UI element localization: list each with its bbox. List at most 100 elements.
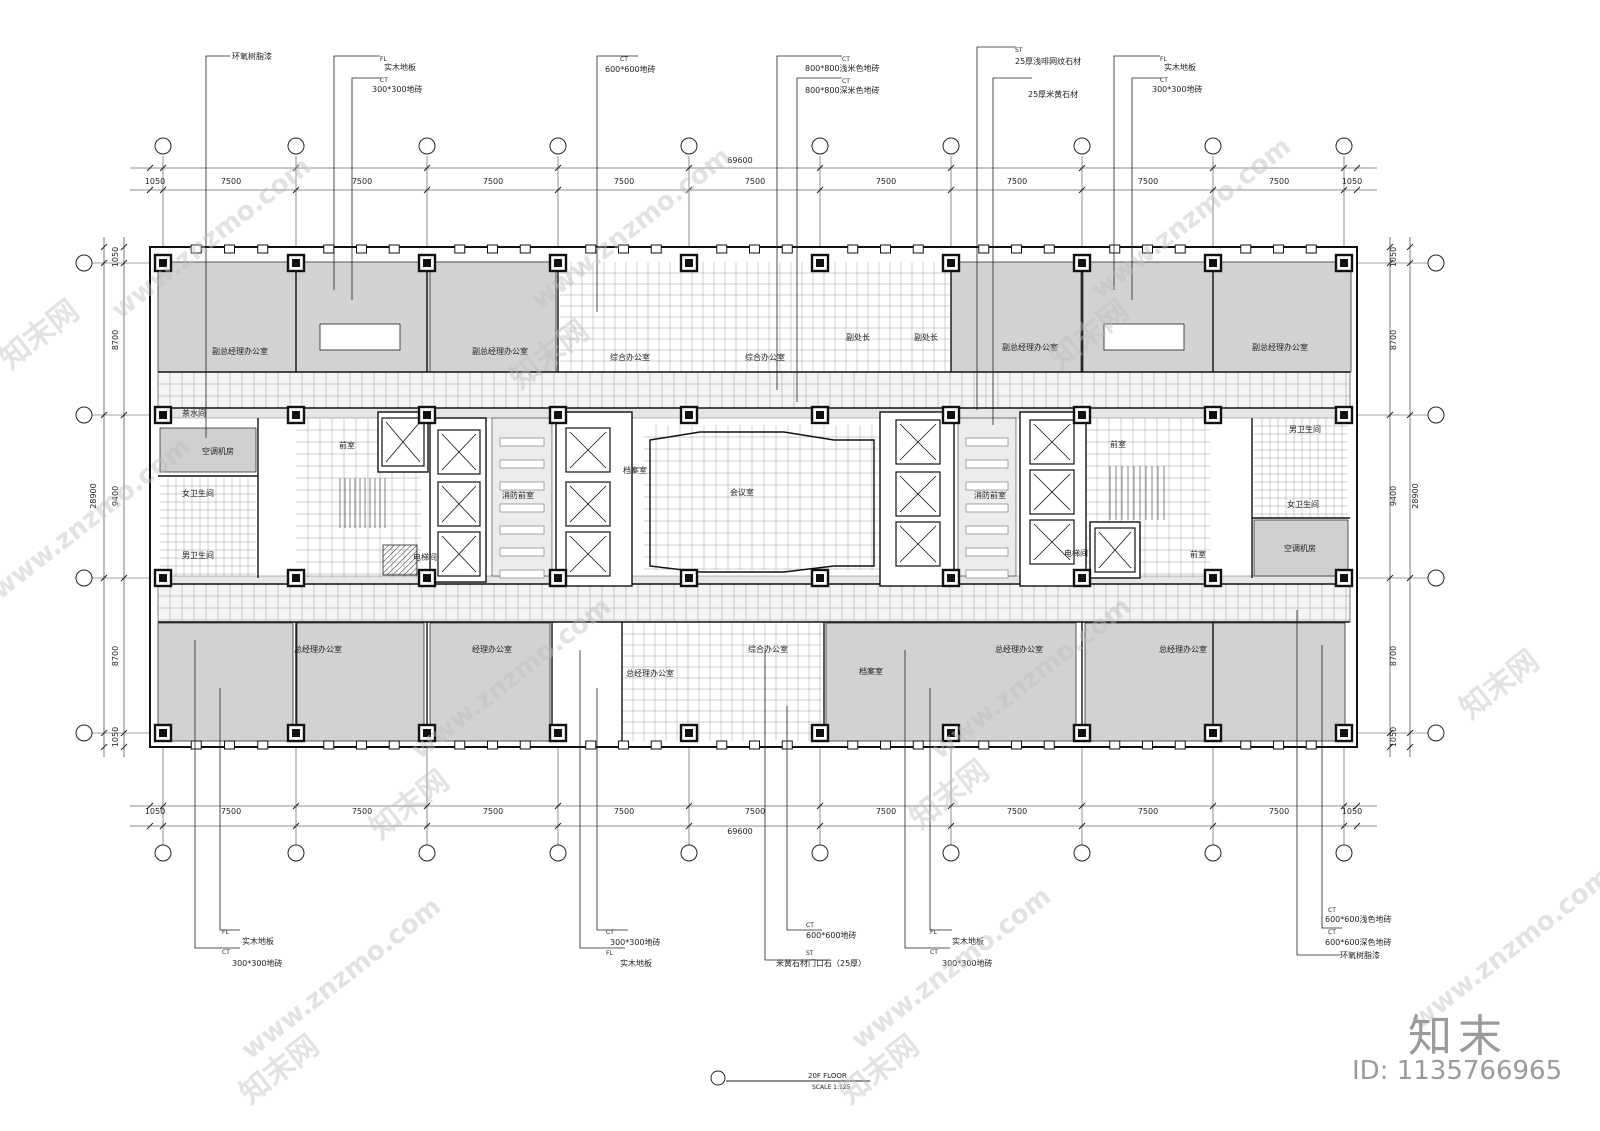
callouts-top — [205, 46, 1162, 438]
dim-tick — [1340, 802, 1348, 810]
total-height-dim: 28900 — [1411, 483, 1420, 508]
dim-tick — [292, 186, 300, 194]
bay-dim: 7500 — [221, 177, 241, 186]
callout-tile600: 600*600地砖 — [605, 64, 656, 74]
room-label: 综合办公室 — [748, 644, 788, 654]
material-code: CT — [1160, 77, 1168, 84]
stone-band — [157, 407, 1351, 419]
dim-tick — [947, 186, 955, 194]
elevator-x — [569, 431, 607, 469]
mullion — [1043, 244, 1055, 254]
mullion — [1109, 244, 1121, 254]
room-label: 男卫生间 — [182, 550, 214, 560]
material-code: CT — [1328, 907, 1336, 914]
column-core — [554, 574, 562, 582]
dim-tick — [947, 802, 955, 810]
dim-tick — [146, 802, 154, 810]
bay-dim-v: 9400 — [1389, 486, 1398, 506]
column-core — [1340, 411, 1348, 419]
tile-grid — [158, 262, 1350, 741]
callouts-bottom — [194, 610, 1342, 961]
bay-dim: 7500 — [745, 177, 765, 186]
mullion — [454, 244, 466, 254]
lobby-stripe — [499, 525, 545, 535]
column-core — [1209, 729, 1217, 737]
room-label: 前室 — [1110, 439, 1126, 449]
column-core — [685, 259, 693, 267]
room-label: 电梯间 — [1064, 548, 1088, 558]
dim-tick — [685, 822, 693, 830]
column-core — [816, 411, 824, 419]
column-core — [1078, 574, 1086, 582]
room-label: 经理办公室 — [472, 644, 512, 654]
dim-tick — [1078, 802, 1086, 810]
grid-bubble — [811, 137, 829, 155]
edge-dim: 1050 — [1342, 177, 1362, 186]
mullion — [618, 740, 629, 750]
watermark-text: www.znzmo.com — [846, 882, 1057, 1056]
mullion — [1174, 740, 1186, 750]
grid-bubble — [680, 844, 698, 862]
grid-bubble — [1427, 254, 1445, 272]
asset-id: ID: 1135766965 — [1352, 1056, 1563, 1086]
lobby-stripe — [965, 503, 1009, 513]
column-core — [292, 411, 300, 419]
dim-tick — [1406, 411, 1414, 419]
lobby-stripe — [499, 459, 545, 469]
grid-bubble — [1335, 137, 1353, 155]
mullion — [224, 740, 235, 750]
column-core — [554, 411, 562, 419]
elevator-x — [441, 535, 477, 573]
bay-dim-v: 8700 — [1389, 330, 1398, 350]
material-code: FL — [222, 929, 229, 936]
room-label: 副总经理办公室 — [1252, 342, 1308, 352]
mullion — [356, 740, 367, 750]
mullion — [749, 740, 760, 750]
column-core — [947, 259, 955, 267]
mullion — [257, 740, 269, 750]
room-label: 总经理办公室 — [1159, 644, 1207, 654]
dim-tick — [816, 822, 824, 830]
dimension-text-bottom: 1050 7500 7500 7500 7500 7500 7500 7500 … — [145, 807, 1362, 836]
room-label: 空调机房 — [202, 446, 234, 456]
column-core — [685, 411, 693, 419]
grid-bubble — [1204, 844, 1222, 862]
dim-tick — [816, 186, 824, 194]
watermark-text: www.znzmo.com — [236, 892, 447, 1066]
dim-tick — [1406, 259, 1414, 267]
callout-epoxy: 环氧树脂漆 — [232, 51, 272, 61]
edge-dim: 1050 — [1389, 727, 1398, 747]
elevator-cores — [377, 411, 1141, 587]
dimension-text-top: 69600 1050 7500 7500 7500 7500 7500 7500… — [145, 156, 1362, 186]
column-core — [1078, 259, 1086, 267]
grid-bubble — [154, 844, 172, 862]
column-core — [292, 729, 300, 737]
dim-tick — [120, 243, 128, 251]
callout-tile300: 300*300地砖 — [942, 958, 993, 968]
callout-wood: 实木地板 — [952, 936, 984, 946]
column-core — [423, 574, 431, 582]
material-code: CT — [1328, 929, 1336, 936]
watermark-brand: 知末网 — [363, 763, 455, 846]
dim-tick — [146, 164, 154, 172]
callout-wood: 实木地板 — [1164, 62, 1196, 72]
grid-bubble — [1073, 844, 1091, 862]
callout-stone25b: 25厚米黄石材 — [1028, 89, 1078, 99]
wood-floor-room — [296, 622, 425, 742]
material-code: ST — [806, 950, 814, 957]
mullion — [912, 244, 924, 254]
dim-tick — [100, 411, 108, 419]
room-label: 会议室 — [730, 487, 754, 497]
watermark-brand: 知末网 — [903, 753, 995, 836]
room-label: 综合办公室 — [745, 352, 785, 362]
restroom-box — [319, 323, 401, 351]
callout-tile300: 300*300地砖 — [1152, 84, 1203, 94]
material-code: FL — [380, 56, 387, 63]
callout-text-top: 环氧树脂漆 FL 实木地板 CT 300*300地砖 CT 600*600地砖 … — [232, 47, 1203, 99]
grid-bubble — [1427, 724, 1445, 742]
mullion — [487, 244, 498, 254]
lobby-stripe — [965, 525, 1009, 535]
callout-tile800b: 800*800深米色地砖 — [805, 85, 880, 95]
mullion — [519, 244, 531, 254]
dim-tick — [292, 822, 300, 830]
